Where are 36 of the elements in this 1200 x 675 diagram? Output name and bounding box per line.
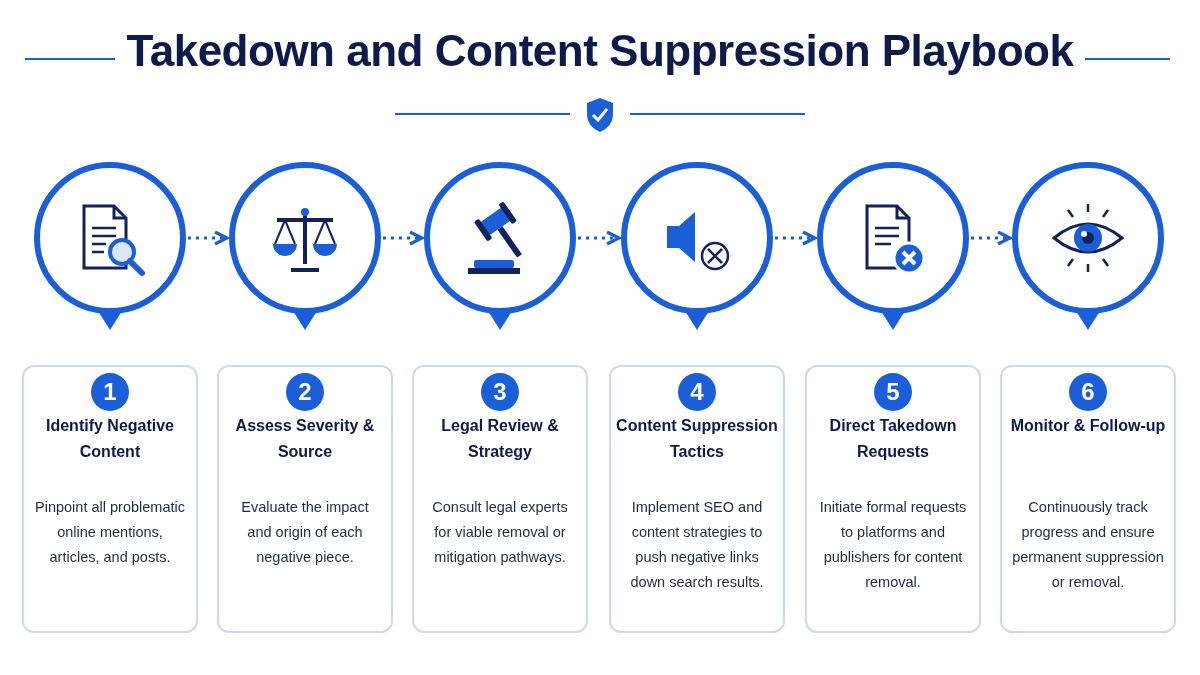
step-number: 1 bbox=[91, 373, 129, 411]
step-card bbox=[805, 365, 981, 633]
step-description: Initiate formal requests to platforms and publishers for content removal. bbox=[818, 498, 968, 592]
step-title: Assess Severity & Source bbox=[234, 416, 376, 462]
arrow bbox=[578, 230, 621, 246]
step-title: Content Suppression Tactics bbox=[615, 416, 779, 462]
step-number: 6 bbox=[1069, 373, 1107, 411]
step-description: Pinpoint all problematic online mentions, articles, and posts. bbox=[34, 498, 186, 567]
icon-circle bbox=[32, 160, 188, 332]
step-title: Legal Review & Strategy bbox=[440, 416, 560, 462]
step-card bbox=[22, 365, 198, 633]
arrow bbox=[383, 230, 424, 246]
step-title: Direct Takedown Requests bbox=[828, 416, 958, 462]
icon-circle bbox=[422, 160, 578, 332]
step-title: Identify Negative Content bbox=[45, 416, 175, 462]
step-number: 3 bbox=[481, 373, 519, 411]
arrow bbox=[775, 230, 817, 246]
step-description: Continuously track progress and ensure permanent suppression or removal. bbox=[1012, 498, 1164, 592]
step-number: 2 bbox=[286, 373, 324, 411]
arrow bbox=[188, 230, 229, 246]
step-description: Implement SEO and content strategies to push negative links down search results. bbox=[629, 498, 765, 592]
step-number: 5 bbox=[874, 373, 912, 411]
step-number: 4 bbox=[678, 373, 716, 411]
step-card bbox=[412, 365, 588, 633]
icon-circle bbox=[619, 160, 775, 332]
arrow bbox=[971, 230, 1012, 246]
step-description: Evaluate the impact and origin of each negative piece. bbox=[240, 498, 370, 567]
step-card bbox=[1000, 365, 1176, 633]
step-description: Consult legal experts for viable removal or mitigation pathways. bbox=[431, 498, 569, 567]
step-card bbox=[609, 365, 785, 633]
icon-circle bbox=[1010, 160, 1166, 332]
icon-circle bbox=[227, 160, 383, 332]
title: Takedown and Content Suppression Playbook bbox=[126, 26, 1074, 75]
step-card bbox=[217, 365, 393, 633]
step-title: Monitor & Follow-up bbox=[1009, 416, 1167, 436]
icon-circle bbox=[815, 160, 971, 332]
